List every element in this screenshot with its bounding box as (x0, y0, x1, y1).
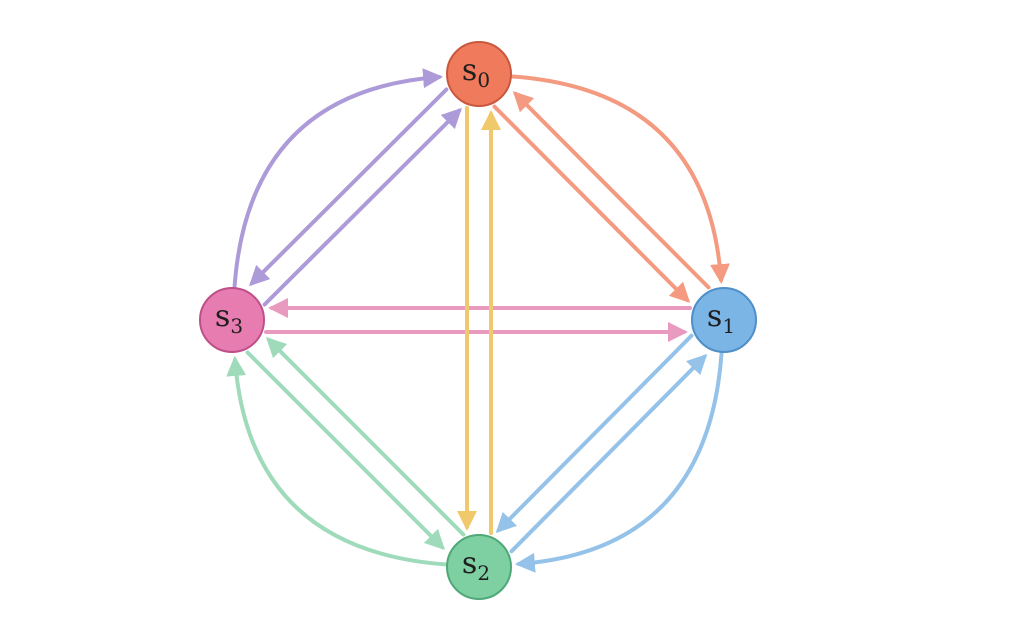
edge-s3-to-s2-straight (245, 350, 446, 551)
edge-s1-to-s2-straight (495, 333, 694, 534)
edge-s2-to-s1-straight (509, 353, 708, 554)
node-label-subscript: 3 (230, 314, 243, 338)
edge-s1-to-s0-straight (512, 91, 711, 290)
edge-s2-to-s3-curve (226, 355, 448, 567)
edge-s0-to-s1-straight (492, 104, 691, 303)
edge-s0-to-s1-curve (510, 74, 730, 285)
edge-s0-to-s3-straight (249, 87, 449, 287)
node-label-letter: s (462, 53, 477, 88)
node-label-subscript: 2 (477, 561, 490, 585)
node-label-letter: s (462, 546, 477, 581)
node-label-subscript: 0 (477, 68, 490, 92)
node-s0: s0 (446, 41, 512, 107)
node-circle-s0 (446, 41, 512, 107)
edges-layer (226, 68, 730, 573)
node-s2: s2 (446, 534, 512, 600)
node-s3: s3 (199, 287, 265, 353)
node-label-s0: s0 (462, 53, 490, 92)
node-label-letter: s (215, 299, 230, 334)
node-label-s1: s1 (707, 299, 735, 338)
edge-s1-to-s2-curve (514, 351, 724, 573)
node-label-s3: s3 (215, 299, 243, 338)
node-label-letter: s (707, 299, 722, 334)
edge-s3-to-s0-curve (232, 68, 444, 289)
node-circle-s1 (691, 287, 757, 353)
node-label-subscript: 1 (722, 314, 735, 338)
node-circle-s2 (446, 534, 512, 600)
node-s1: s1 (691, 287, 757, 353)
edge-s2-to-s3-straight (265, 336, 466, 537)
node-circle-s3 (199, 287, 265, 353)
node-label-s2: s2 (462, 546, 490, 585)
edge-s3-to-s0-straight (262, 107, 462, 307)
